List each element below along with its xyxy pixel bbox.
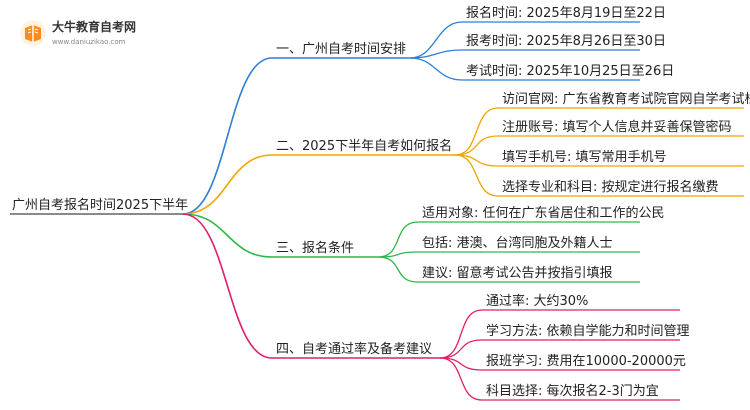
branch-schedule: 一、广州自考时间安排 — [276, 42, 406, 57]
leaf-registration-time: 报名时间: 2025年8月19日至22日 — [466, 5, 666, 21]
leaf-eligible-people: 适用对象: 任何在广东省居住和工作的公民 — [422, 205, 665, 221]
leaf-pass-rate: 通过率: 大约30% — [486, 293, 588, 309]
leaf-study-method: 学习方法: 依赖自学能力和时间管理 — [486, 323, 690, 339]
connector-lines — [182, 21, 744, 401]
leaf-visit-website: 访问官网: 广东省教育考试院官网自学考试栏目 — [502, 91, 750, 107]
logo-name: 大牛教育自考网 — [52, 19, 136, 34]
branch-pass-rate-advice: 四、自考通过率及备考建议 — [276, 341, 432, 357]
branch-how-to-register: 二、2025下半年自考如何报名 — [276, 138, 452, 154]
leaf-exam-time: 考试时间: 2025年10月25日至26日 — [466, 64, 674, 79]
leaf-select-subjects: 选择专业和科目: 按规定进行报名缴费 — [502, 179, 719, 195]
leaf-phone-number: 填写手机号: 填写常用手机号 — [502, 150, 667, 165]
leaf-includes: 包括: 港澳、台湾同胞及外籍人士 — [422, 235, 613, 251]
logo-url: www.daniuzikao.com — [52, 38, 126, 46]
leaf-class-study: 报班学习: 费用在10000-20000元 — [486, 353, 686, 369]
branch-conditions: 三、报名条件 — [276, 240, 354, 256]
book-icon — [20, 20, 46, 46]
leaf-register-account: 注册账号: 填写个人信息并妥善保管密码 — [502, 119, 732, 135]
root-topic: 广州自考报名时间2025下半年 — [12, 197, 188, 213]
leaf-suggestion: 建议: 留意考试公告并按指引填报 — [422, 265, 613, 281]
leaf-application-time: 报考时间: 2025年8月26日至30日 — [466, 34, 666, 49]
leaf-subject-selection: 科目选择: 每次报名2-3门为宜 — [486, 383, 659, 399]
logo: 大牛教育自考网 www.daniuzikao.com — [20, 19, 136, 46]
